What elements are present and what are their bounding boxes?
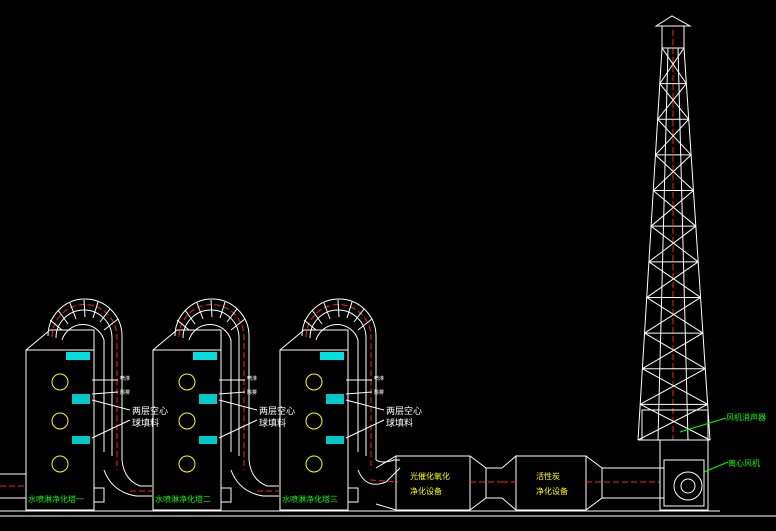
photo-oxidation-label-line1: 光催化氧化 — [410, 471, 450, 481]
pump — [93, 487, 105, 503]
spray-nozzle-icon — [305, 373, 323, 391]
inlet-duct — [0, 473, 26, 499]
stack-diagonal-brace — [659, 83, 690, 120]
mist-label-3: 除雾 — [374, 389, 384, 396]
stack-diagonal-brace — [655, 154, 694, 191]
demister-pad — [66, 352, 90, 360]
stack-diagonal-brace — [659, 47, 685, 84]
photo-oxidation-label: 光催化氧化 净化设备 — [410, 471, 453, 496]
stack-diagonal-brace — [644, 332, 706, 370]
scrubber-tower-1 — [25, 298, 152, 511]
packing-label-3: 两层空心 球填料 — [386, 405, 425, 429]
packing-label-2-line1: 两层空心 — [259, 405, 295, 417]
centrifugal-fan-label: 离心风机 — [728, 458, 760, 468]
spray-nozzle-icon — [51, 373, 69, 391]
stack-diagonal-brace — [646, 261, 699, 298]
spray-nozzle-icon — [305, 412, 323, 430]
spray-nozzle-icon — [51, 412, 69, 430]
packing-label-1-line2: 球填料 — [132, 417, 159, 429]
activated-carbon-unit — [501, 454, 660, 512]
fan-impeller-icon — [673, 471, 703, 501]
exhaust-stack — [637, 15, 729, 511]
stack-diagonal-brace — [655, 118, 690, 156]
stack-diagonal-brace — [650, 190, 694, 227]
stack-diagonal-brace — [652, 154, 692, 191]
stack-diagonal-brace — [650, 225, 699, 263]
packing-label-1-line1: 两层空心 — [132, 405, 168, 417]
packing-layer-1 — [72, 394, 90, 404]
photo-oxidation-unit — [369, 455, 502, 511]
stack-diagonal-brace — [646, 297, 704, 334]
spray-nozzle-icon — [178, 455, 196, 473]
scrubber-tower-3 — [279, 298, 401, 511]
tower-3-label: 水喷淋净化塔三 — [282, 494, 338, 504]
packing-label-2: 两层空心 球填料 — [259, 405, 298, 429]
stack-diagonal-brace — [642, 368, 708, 405]
stack-diagonal-brace — [648, 261, 701, 298]
scrubber-tower-2 — [152, 298, 279, 511]
activated-carbon-label: 活性炭 净化设备 — [536, 471, 568, 496]
stack-diagonal-brace — [661, 47, 687, 84]
stack-diagonal-brace — [639, 368, 706, 405]
packing-label-1: 两层空心 球填料 — [132, 405, 171, 429]
packing-label-3-line1: 两层空心 — [386, 405, 422, 417]
tower-2-label: 水喷淋净化塔二 — [155, 494, 211, 504]
packing-label-2-line2: 球填料 — [259, 417, 286, 429]
spray-nozzle-icon — [305, 455, 323, 473]
packing-label-3-line2: 球填料 — [386, 417, 413, 429]
spray-label-3: 喷淋 — [374, 375, 384, 382]
photo-oxidation-label-line2: 净化设备 — [410, 486, 442, 496]
spray-nozzle-icon — [51, 455, 69, 473]
stack-diagonal-brace — [657, 118, 692, 156]
tower-labels: 水喷淋净化塔一 水喷淋净化塔二 水喷淋净化塔三 — [28, 494, 338, 504]
stack-diagonal-brace — [657, 83, 687, 120]
equipment-labels: 光催化氧化 净化设备 活性炭 净化设备 风机消声器 离心风机 — [410, 412, 766, 496]
stack-diagonal-brace — [648, 225, 697, 263]
mist-label-2: 除雾 — [247, 389, 257, 396]
activated-carbon-label-line1: 活性炭 — [536, 471, 560, 481]
spray-label-2: 喷淋 — [247, 375, 257, 382]
fan-silencer-label: 风机消声器 — [726, 412, 766, 422]
activated-carbon-label-line2: 净化设备 — [536, 486, 568, 496]
spray-nozzle-icon — [178, 412, 196, 430]
mist-label-1: 除雾 — [120, 389, 130, 396]
spray-nozzle-icon — [178, 373, 196, 391]
stack-diagonal-brace — [644, 297, 701, 334]
packing-labels: 两层空心 球填料 两层空心 球填料 两层空心 球填料 喷淋 除雾 喷淋 除雾 喷… — [120, 375, 425, 429]
stack-diagonal-brace — [652, 190, 697, 227]
spray-label-1: 喷淋 — [120, 375, 130, 382]
stack-diagonal-brace — [642, 332, 704, 370]
packing-layer-2 — [72, 436, 90, 444]
tower-1-label: 水喷淋净化塔一 — [28, 494, 84, 504]
